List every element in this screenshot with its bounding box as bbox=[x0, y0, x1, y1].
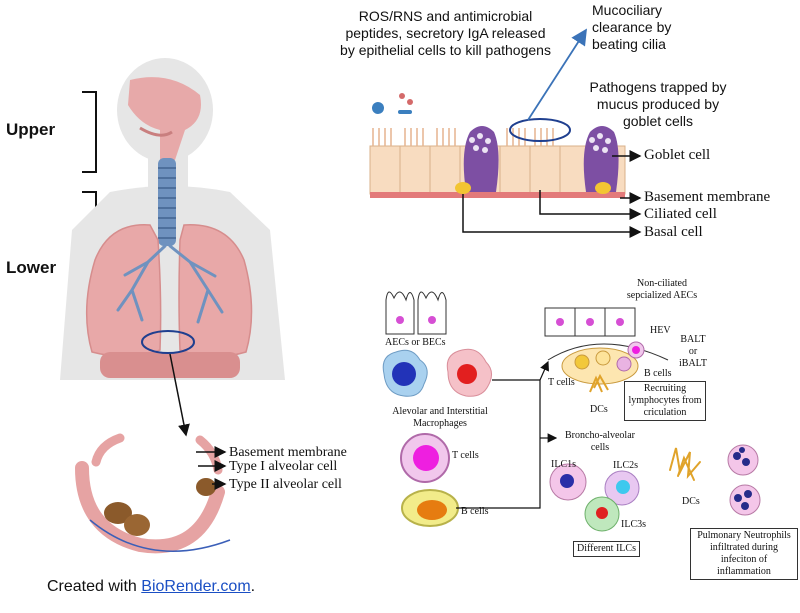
dcs-label: DCs bbox=[682, 496, 700, 507]
type1-alveolar-label: Type I alveolar cell bbox=[229, 459, 338, 474]
ros-note: ROS/RNS and antimicrobial peptides, secr… bbox=[340, 8, 551, 58]
aecs-cells bbox=[385, 291, 447, 335]
macrophages-label: Alevolar and Interstitial Macrophages bbox=[392, 406, 488, 429]
aecs-label: AECs or BECs bbox=[385, 337, 446, 348]
immune-connectors bbox=[456, 360, 558, 509]
trapped-label: Pathogens trapped by mucus produced by g… bbox=[589, 79, 727, 129]
ilc3-label: ILC3s bbox=[621, 519, 646, 530]
ilc3-cell bbox=[584, 496, 620, 532]
broncho-alveolar-label: Broncho-alveolar cells bbox=[565, 430, 635, 453]
lung-zoom-arrow bbox=[169, 353, 190, 437]
lungs bbox=[85, 224, 253, 378]
type2-alveolar-label: Type II alveolar cell bbox=[229, 477, 342, 492]
airway-pointers bbox=[462, 150, 642, 238]
dcs-cells bbox=[669, 447, 701, 481]
goblet-cell-label: Goblet cell bbox=[644, 147, 711, 163]
b-cells-label: B cells bbox=[461, 506, 489, 517]
non-ciliated-label: Non-ciliated sepcialized AECs bbox=[626, 278, 698, 301]
balt-region bbox=[544, 307, 669, 393]
basement-membrane-label: Basement membrane bbox=[644, 189, 771, 205]
credit-prefix: Created with bbox=[47, 578, 142, 595]
dcs-balt-label: DCs bbox=[590, 404, 608, 415]
mucociliary-label: Mucociliary clearance by beating cilia bbox=[592, 2, 672, 52]
lung-zoom-circle bbox=[141, 330, 195, 354]
airway-epithelium bbox=[369, 93, 626, 198]
credit-line: Created with BioRender.com. bbox=[47, 578, 255, 596]
b-cell bbox=[401, 489, 459, 527]
alveolus-illustration bbox=[75, 433, 231, 554]
upper-bracket bbox=[82, 91, 97, 173]
label-upper: Upper bbox=[6, 120, 56, 139]
ciliated-cell-label: Ciliated cell bbox=[644, 206, 717, 222]
hev-label: HEV bbox=[650, 325, 671, 336]
ilc2-cell bbox=[604, 470, 640, 506]
biorender-link[interactable]: BioRender.com bbox=[141, 578, 251, 595]
cilia-to-clearance-arrow bbox=[527, 28, 587, 121]
balt-label: BALT or iBALT bbox=[679, 334, 707, 369]
macrophage-cells bbox=[382, 348, 492, 397]
t-cell bbox=[400, 433, 450, 483]
neutrophils-box: Pulmonary Neutrophils infiltrated during… bbox=[690, 528, 798, 580]
recruiting-box: Recruiting lymphocytes from criculation bbox=[624, 381, 706, 421]
trachea bbox=[158, 158, 176, 246]
different-ilcs-box: Different ILCs bbox=[573, 541, 640, 557]
ilc1-label: ILC1s bbox=[551, 459, 576, 470]
label-lower: Lower bbox=[6, 258, 57, 277]
ilc2-label: ILC2s bbox=[613, 460, 638, 471]
neutrophil-cells bbox=[727, 444, 761, 516]
b-cells-balt-label: B cells bbox=[644, 368, 672, 379]
ilc1-cell bbox=[549, 463, 587, 501]
t-cells-balt-label: T cells bbox=[548, 377, 575, 388]
alveolus-basement-membrane-label: Basement membrane bbox=[229, 445, 347, 460]
t-cells-label: T cells bbox=[452, 450, 479, 461]
basal-cell-label: Basal cell bbox=[644, 224, 703, 240]
credit-suffix: . bbox=[250, 578, 256, 595]
cilia-highlight bbox=[509, 118, 571, 142]
